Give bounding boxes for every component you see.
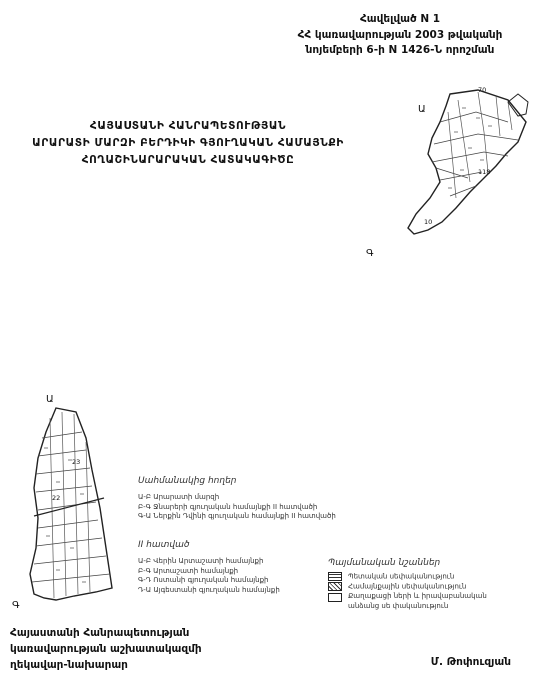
map1-south-label: Գ [366, 248, 374, 259]
legend-item-community: Համայնքային սեփականություն [328, 582, 528, 592]
legend-swatch-private [328, 593, 342, 602]
map1-plot-number: 118 [478, 168, 491, 176]
legend-label: Համայնքային սեփականություն [348, 582, 467, 591]
boundary-item: Գ-Ա Ներքին Դվինի գյուղական համայնքի II հ… [138, 512, 336, 520]
map1-plot-number: 10 [424, 218, 433, 226]
signatory-line-3: ղեկավար-նախարար [10, 659, 128, 671]
legend-label: Պետական սեփականություն [348, 572, 455, 581]
legend-heading: Պայմանական նշաններ [328, 558, 441, 568]
boundary-item: Ա-Բ Արարատի մարզի [138, 493, 220, 501]
legend-swatch-state [328, 572, 342, 581]
signatory-block: Հայաստանի Հանրապետության կառավարության ա… [10, 625, 202, 673]
title-line-1: ՀԱՅԱՍՏԱՆԻ ՀԱՆՐԱՊԵՏՈՒԹՅԱՆ [89, 120, 287, 132]
map2-plot-number: 23 [72, 458, 81, 466]
legend-label: Քաղաքացի ների և իրավաբանական անձանց սե փ… [348, 592, 487, 610]
map1-north-label: Ա [418, 104, 426, 115]
title-line-3: ՀՈՂԱՇԻՆԱՐԱՐԱԿԱՆ ՀԱՏԱԿԱԳԻԾԸ [81, 154, 295, 166]
appendix-line-1: Հավելված N 1 [359, 13, 441, 25]
document-title: ՀԱՅԱՍՏԱՆԻ ՀԱՆՐԱՊԵՏՈՒԹՅԱՆ ԱՐԱՐԱՏԻ ՄԱՐԶԻ Բ… [18, 118, 358, 169]
appendix-header: Հավելված N 1 ՀՀ կառավարության 2003 թվակա… [275, 12, 525, 59]
signatory-line-2: կառավարության աշխատակազմի [10, 643, 202, 655]
signatory-name: Մ. Թոփուզյան [430, 656, 511, 668]
map2-north-label: Ա [46, 394, 54, 405]
section-2-item: Գ-Դ Ոստանի գյուղական համայնքի [138, 576, 269, 584]
map-section-1-drawing [407, 89, 529, 235]
section-2-item: Դ-Ա Այգեստանի գյուղական համայնքի [138, 585, 280, 594]
appendix-line-3: նոյեմբերի 6-ի N 1426-Ն որոշման [305, 44, 495, 56]
section-2-item: Ա-Բ Վերին Արտաշատի համայնքի [138, 557, 264, 565]
legend: Պայմանական նշաններ Պետական սեփականությու… [328, 558, 528, 611]
map-section-2-drawing [29, 407, 113, 601]
map-section-1: Ա Գ 70 118 10 [358, 82, 533, 267]
legend-swatch-community [328, 582, 342, 591]
map2-plot-number: 22 [52, 494, 61, 502]
signatory-line-1: Հայաստանի Հանրապետության [10, 627, 190, 639]
map-section-2: Ա Գ 22 23 [12, 394, 138, 616]
boundaries-section: Սահմանակից հողեր Ա-Բ Արարատի մարզի Բ-Գ Ջ… [138, 476, 378, 522]
legend-item-private: Քաղաքացի ների և իրավաբանական անձանց սե փ… [328, 592, 528, 611]
map2-south-label: Գ [12, 600, 20, 611]
legend-item-state: Պետական սեփականություն [328, 572, 528, 582]
section-2-item: Բ-Գ Արտաշատի համայնքի [138, 566, 239, 575]
section-2-heading: II հատված [138, 540, 190, 550]
map1-plot-number: 70 [478, 86, 487, 94]
section-2-boundaries: II հատված Ա-Բ Վերին Արտաշատի համայնքի Բ-… [138, 540, 328, 595]
boundaries-heading: Սահմանակից հողեր [138, 476, 237, 486]
boundary-item: Բ-Գ Ջնարերի գյուղական համայնքի II հատված… [138, 502, 318, 511]
appendix-line-2: ՀՀ կառավարության 2003 թվականի [297, 28, 503, 41]
title-line-2: ԱՐԱՐԱՏԻ ՄԱՐԶԻ ԲԵՐԴԻԿԻ ԳՅՈՒՂԱԿԱՆ ՀԱՄԱՅՆՔԻ [32, 137, 344, 149]
